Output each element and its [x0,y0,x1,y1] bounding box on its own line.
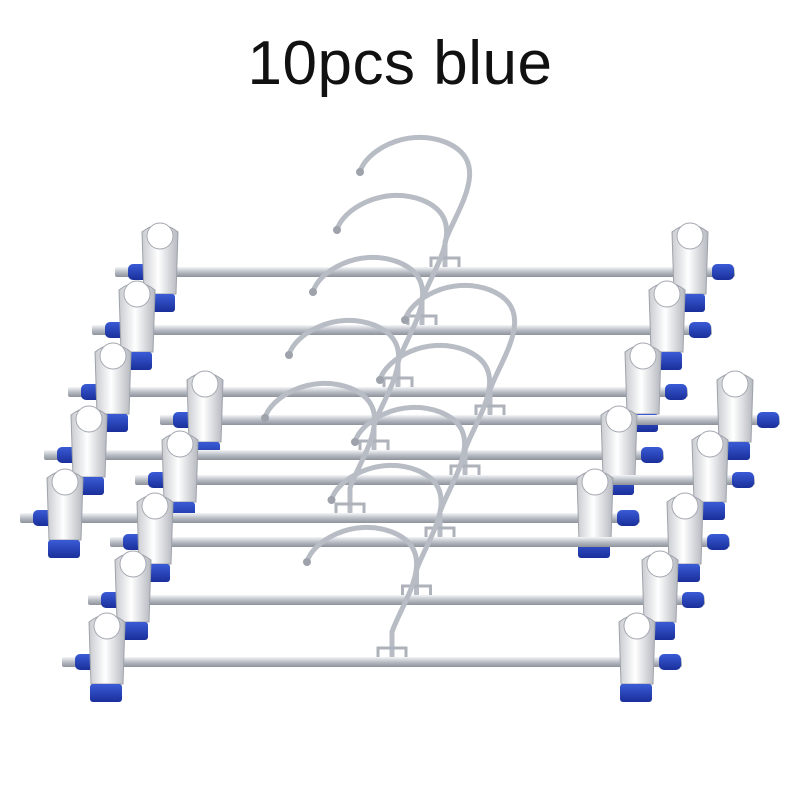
hanger-bar [110,537,730,547]
hook-tip [261,414,269,422]
clip-lever [682,592,704,608]
clip-spring [623,612,651,640]
clip-spring [146,222,174,250]
hook-tip [401,316,409,324]
hanger [44,318,664,495]
hanger-bar [62,657,682,667]
clip-spring [653,280,681,308]
hanger-bar [88,595,705,605]
clip-spring [191,370,219,398]
hanger [62,525,682,702]
hanger-bar [115,267,735,277]
product-caption: 10pcs blue [247,29,553,98]
clip [105,280,156,370]
clip [123,492,174,582]
clip-lever [712,264,734,280]
hanger [88,463,705,640]
clip-spring [696,430,724,458]
clip-spring [75,405,103,433]
hanger [115,135,735,312]
clip-lever [617,510,639,526]
clip-grip-pad [90,684,122,702]
clip-spring [123,280,151,308]
hanger [110,405,730,582]
clip-grip-pad [620,684,652,702]
hanger-bar [92,325,712,335]
clip-spring [646,550,674,578]
hook-tip [303,558,311,566]
hanger-hook [352,405,468,539]
hook-tip [376,376,384,384]
hanger-hook [377,343,493,477]
hanger-hook [334,193,450,327]
hanger [135,343,755,520]
clip [33,468,84,558]
hook-tip [333,226,341,234]
clip-lever [659,654,681,670]
hook-tip [327,496,336,504]
hanger-hook [402,283,518,417]
clip-lever [757,412,779,428]
hanger-bar [135,475,755,485]
hanger-bar [44,450,664,460]
clip [173,370,224,460]
clip [618,612,681,702]
hanger-hook [286,318,402,452]
hook-tip [285,351,293,359]
hanger-bar [20,513,640,523]
hanger-bar [68,387,688,397]
hook-tip [309,288,317,296]
clip-spring [51,468,79,496]
hook-tip [356,168,364,176]
clip-lever [665,384,687,400]
clip-spring [93,612,121,640]
clip-spring [671,492,699,520]
hanger-hook [357,135,473,269]
clip-lever [641,447,663,463]
hanger-hook [329,463,444,597]
clip-spring [721,370,749,398]
clip-spring [676,222,704,250]
clip-lever [707,534,729,550]
clip-spring [629,342,657,370]
clip-spring [99,342,127,370]
hook-tip [351,438,359,446]
clip [148,430,199,520]
hanger-hook [310,255,426,389]
hanger-bar [160,415,780,425]
clip-spring [166,430,194,458]
clip-spring [605,405,633,433]
hanger [20,381,640,558]
clip [576,468,639,558]
clip-spring [141,492,169,520]
clip-spring [119,550,147,578]
clip [75,612,126,702]
hanger-hook [262,381,378,515]
clip-lever [732,472,754,488]
clip-lever [689,322,711,338]
clip-grip-pad [48,540,80,558]
hanger-hook [304,525,420,659]
hanger [92,193,712,370]
clip [648,280,711,370]
clip-spring [581,468,609,496]
